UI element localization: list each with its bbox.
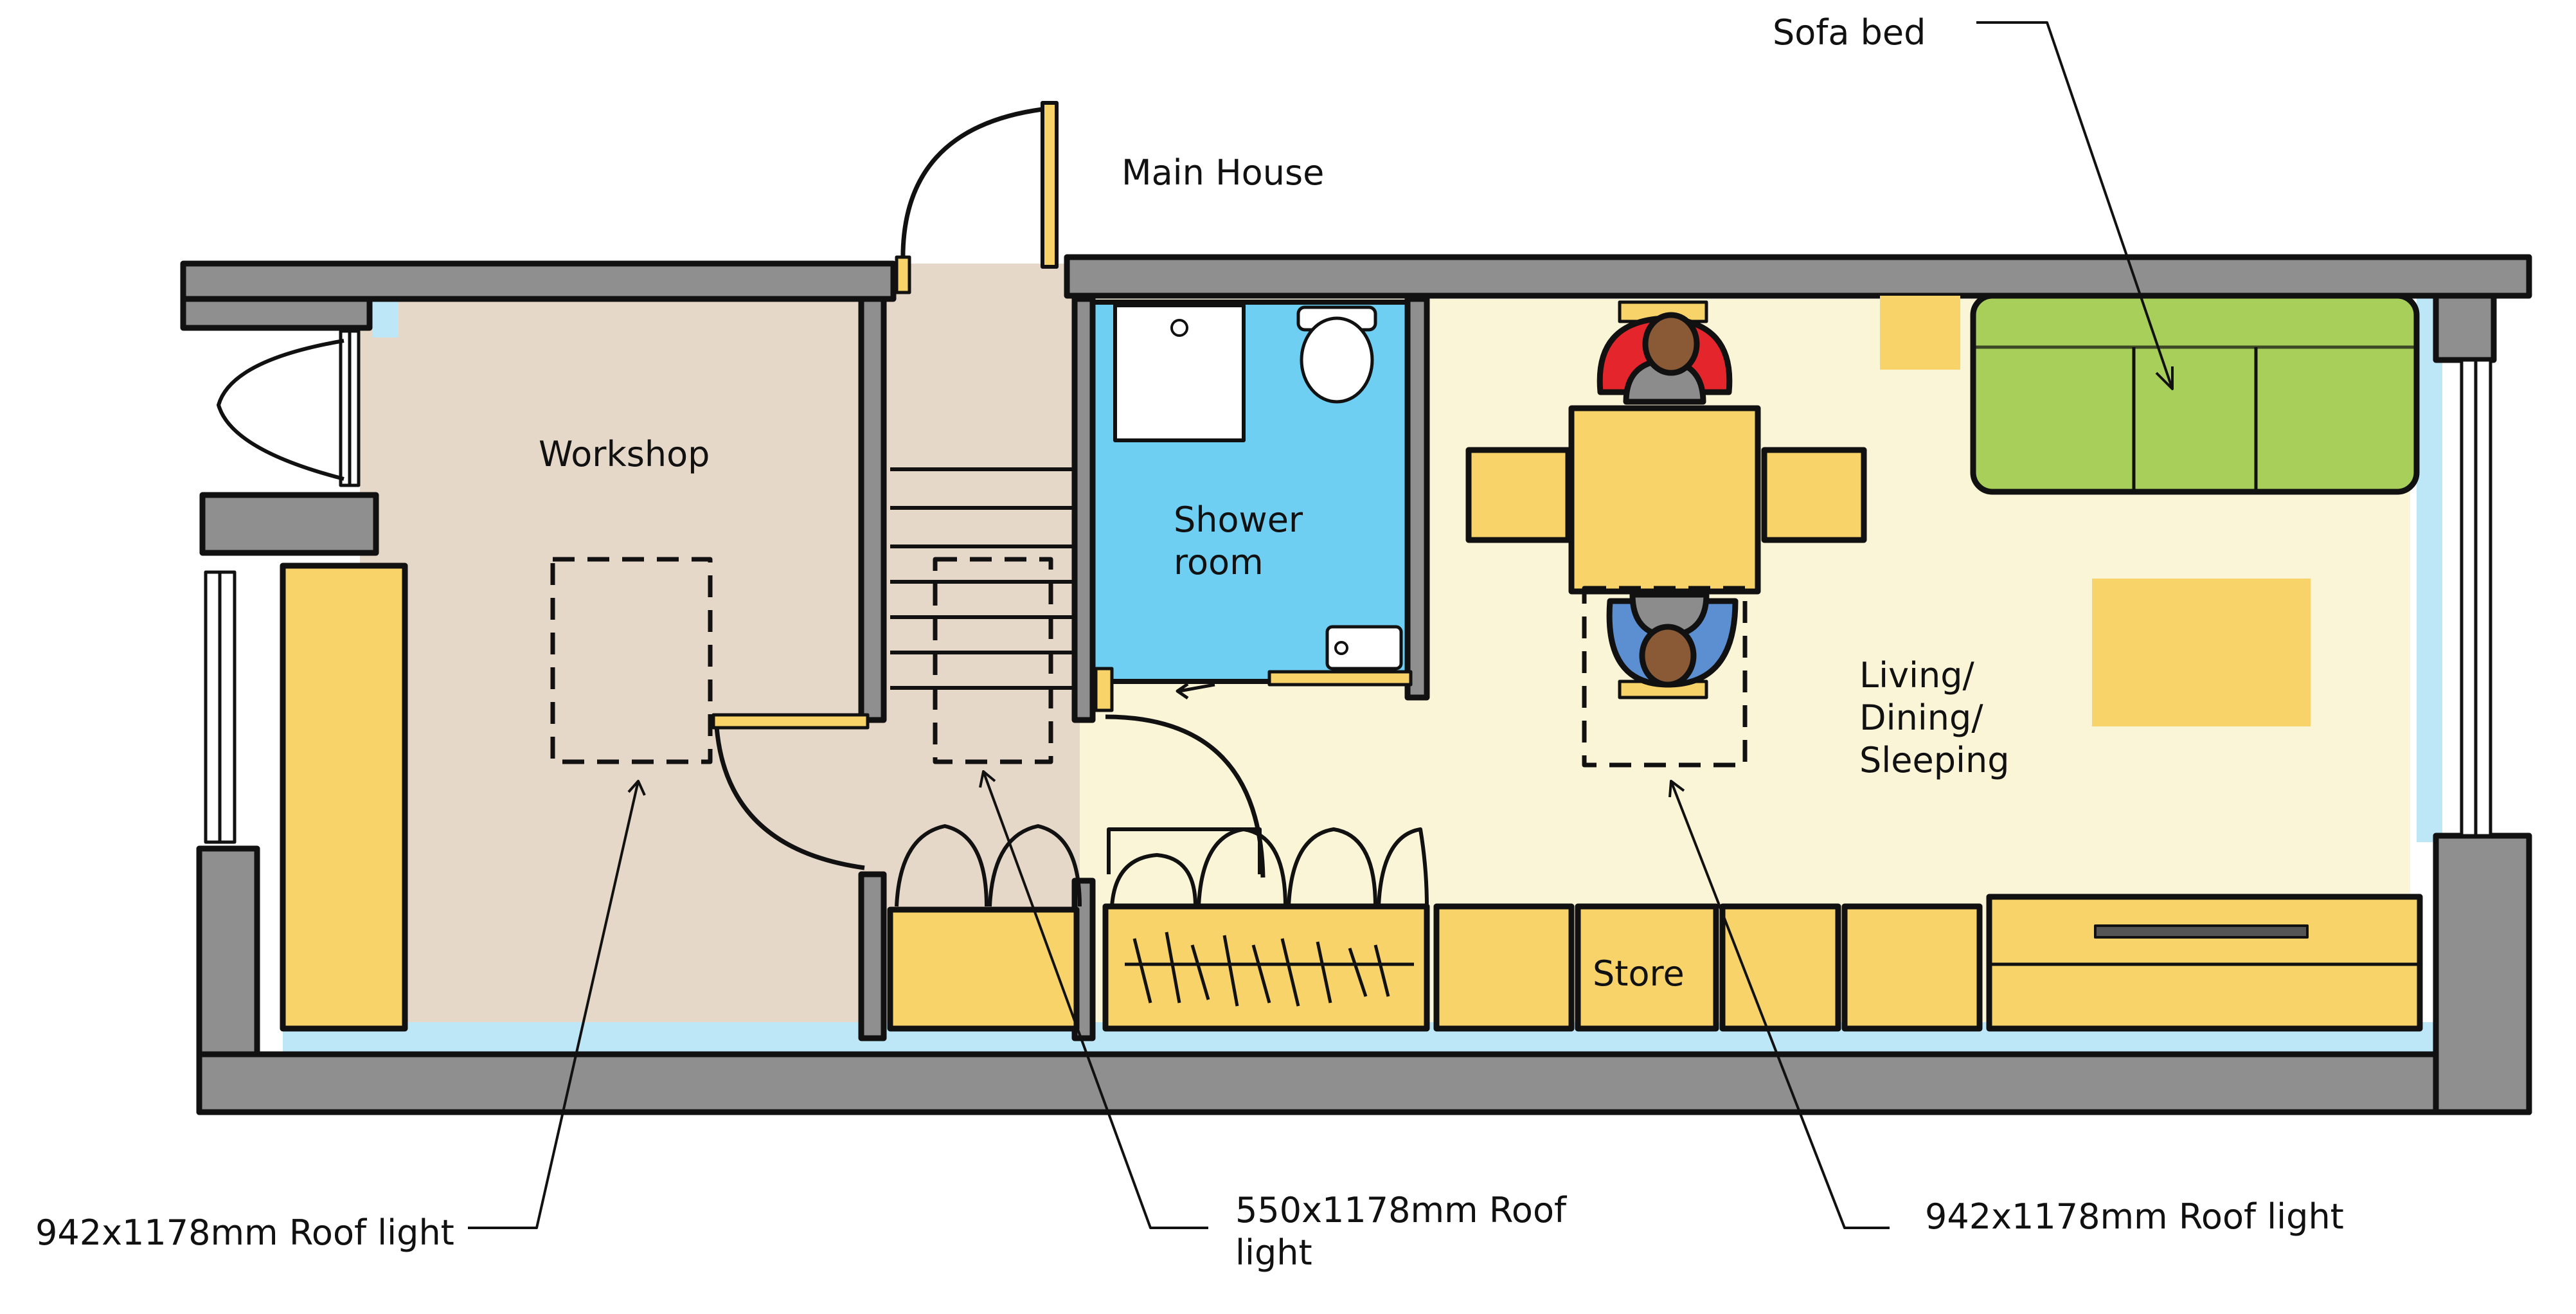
leader-roof-right <box>1670 780 1890 1229</box>
leader-roof-mid <box>982 771 1208 1229</box>
label-shower-room: Shower room <box>1174 500 1303 582</box>
window-right <box>2460 358 2492 838</box>
wall-left-pier <box>199 492 379 556</box>
shower-drain <box>1170 319 1188 337</box>
side-door-swing <box>217 339 344 481</box>
workshop-door-leaf[interactable] <box>711 713 870 730</box>
coffee-table <box>2092 579 2311 726</box>
shower-arrow <box>1176 682 1215 700</box>
label-workshop: Workshop <box>539 434 710 474</box>
label-living-dining-sleeping: Living/ Dining/ Sleeping <box>1859 655 2010 780</box>
roof-light-living <box>1582 586 1748 768</box>
window-left-lower <box>204 570 237 844</box>
label-store: Store <box>1593 953 1685 994</box>
leader-roof-left <box>468 780 640 1229</box>
store-unit-2 <box>1575 903 1719 1032</box>
store-unit-4 <box>1841 903 1983 1032</box>
label-roof-light-mid: 550x1178mm Roof light <box>1235 1190 1567 1273</box>
cupboard-1 <box>887 906 1080 1032</box>
workshop-door-swing <box>714 726 865 870</box>
basin <box>1325 625 1403 670</box>
bed-handle <box>2094 924 2309 939</box>
wall-top-right <box>1064 254 2532 299</box>
glazing-right <box>2417 296 2442 842</box>
wall-top-left <box>180 260 897 302</box>
wardrobe-hangers <box>1125 932 1414 1007</box>
basin-tap <box>1334 641 1348 655</box>
chair-right <box>1761 447 1867 543</box>
store-unit-3 <box>1719 903 1841 1032</box>
person-bottom <box>1606 591 1739 688</box>
leader-sofa <box>1976 21 2174 390</box>
shower-door-jamb <box>1094 667 1114 712</box>
wall-right-upper <box>2433 292 2497 363</box>
glazing-top-left <box>373 299 398 338</box>
wall-shower-right <box>1404 296 1430 701</box>
main-door-swing <box>900 107 1043 264</box>
window-left-upper <box>339 329 361 487</box>
sofa-bed <box>1970 292 2420 495</box>
wall-right-lower <box>2433 833 2532 1115</box>
roof-light-stair <box>933 557 1053 764</box>
stairs <box>890 467 1075 690</box>
wall-stair-right <box>1071 296 1096 723</box>
wardrobe <box>1102 903 1430 1032</box>
wall-bottom <box>196 1051 2532 1115</box>
main-door-leaf[interactable] <box>1041 101 1059 269</box>
person-top <box>1597 312 1733 405</box>
chair-left <box>1465 447 1571 543</box>
label-roof-light-left: 942x1178mm Roof light <box>35 1212 454 1253</box>
wall-stair-left <box>858 296 887 723</box>
roof-light-workshop <box>550 557 713 764</box>
wall-stair-left-low <box>858 871 887 1041</box>
dining-table <box>1568 405 1761 595</box>
shower-door-leaf[interactable] <box>1267 670 1413 687</box>
shower-tray <box>1113 303 1246 442</box>
wc-bowl <box>1300 316 1374 404</box>
door-jamb-left <box>895 255 911 294</box>
label-sofa-bed: Sofa bed <box>1773 12 1926 53</box>
workshop-floor <box>360 299 861 1038</box>
label-roof-light-right: 942x1178mm Roof light <box>1925 1196 2344 1237</box>
side-table <box>1880 296 1960 370</box>
wall-left-stub <box>180 296 373 331</box>
cupboard-doors <box>895 824 1429 907</box>
store-unit-1 <box>1433 903 1575 1032</box>
store-left-tall <box>280 562 408 1032</box>
label-main-house: Main House <box>1122 152 1325 193</box>
